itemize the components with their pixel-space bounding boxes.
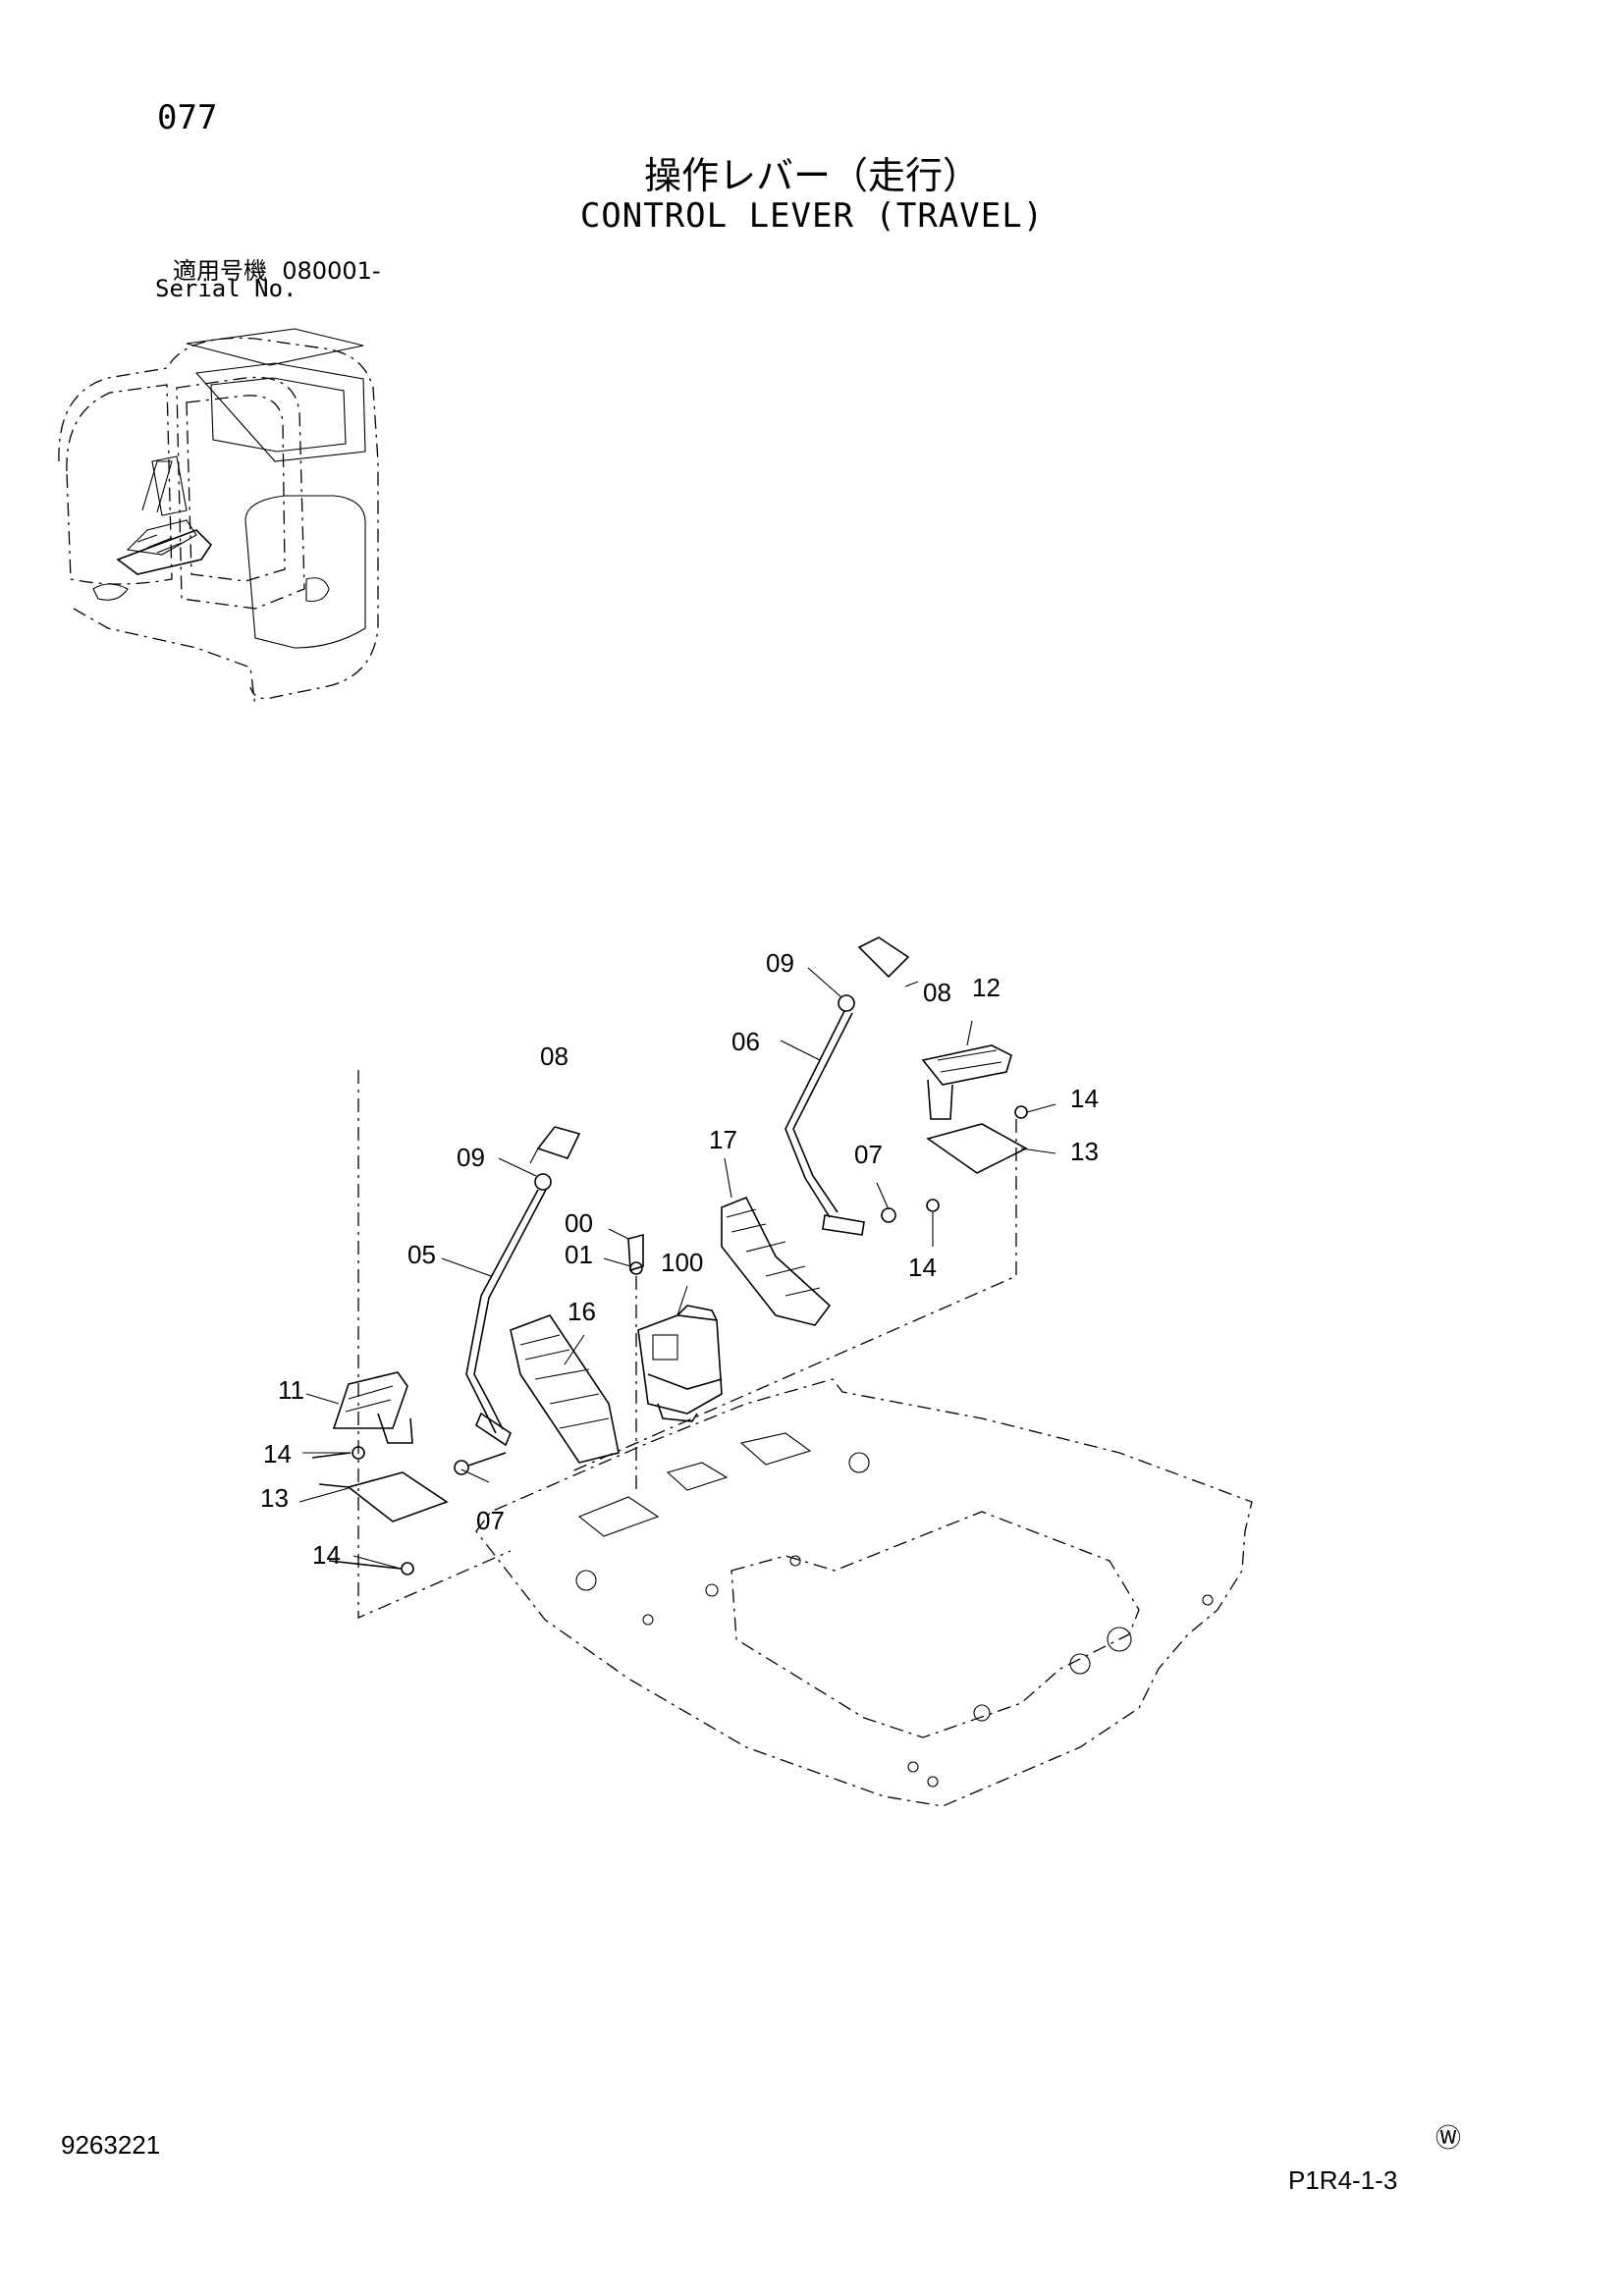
callout-12: 12 xyxy=(972,973,1001,1002)
callout-16: 16 xyxy=(568,1297,596,1326)
callout-leaders xyxy=(298,967,1056,1570)
callout-00: 00 xyxy=(565,1208,593,1238)
callout-09-left: 09 xyxy=(457,1143,485,1172)
page-title-japanese: 操作レバー（走行） xyxy=(643,154,980,197)
callout-08-right: 08 xyxy=(923,978,951,1007)
callout-100: 100 xyxy=(661,1248,703,1277)
callout-05: 05 xyxy=(407,1240,436,1269)
callout-01: 01 xyxy=(565,1240,593,1269)
serial-range: 080001- xyxy=(282,257,381,285)
callout-06: 06 xyxy=(731,1027,760,1056)
callout-07-right: 07 xyxy=(854,1140,883,1169)
left-lever-assembly xyxy=(454,1126,620,1475)
page-title: CONTROL LEVER (TRAVEL) xyxy=(579,196,1045,236)
callout-09-right: 09 xyxy=(766,948,794,978)
callout-14-left-upper: 14 xyxy=(263,1439,292,1468)
callout-11: 11 xyxy=(278,1375,304,1405)
serial-label: Serial No. xyxy=(155,275,298,302)
floor-plate xyxy=(475,1378,1253,1807)
page-code: P1R4-1-3 xyxy=(1288,2165,1398,2195)
serial-label-jp: 適用号機 xyxy=(173,257,267,285)
right-lever-assembly xyxy=(721,936,910,1326)
serial-applicability: 適用号機 080001- xyxy=(173,251,381,286)
callout-14-left-lower: 14 xyxy=(312,1540,341,1570)
callout-07-left: 07 xyxy=(476,1506,505,1535)
manufacturer-mark: Ⓦ xyxy=(1435,2123,1462,2153)
left-pedal-assembly xyxy=(311,1371,449,1575)
document-id: 9263221 xyxy=(61,2130,161,2160)
callout-13-right: 13 xyxy=(1070,1137,1099,1166)
right-pedal-assembly xyxy=(921,1044,1028,1212)
page-number: 077 xyxy=(157,98,218,137)
callout-14-right-upper: 14 xyxy=(1070,1084,1099,1113)
cab-overview-drawing xyxy=(58,328,379,708)
callout-08-left: 08 xyxy=(540,1041,568,1071)
callout-14-right-lower: 14 xyxy=(908,1253,937,1282)
callout-17: 17 xyxy=(709,1125,737,1154)
callout-13-left: 13 xyxy=(260,1483,289,1513)
